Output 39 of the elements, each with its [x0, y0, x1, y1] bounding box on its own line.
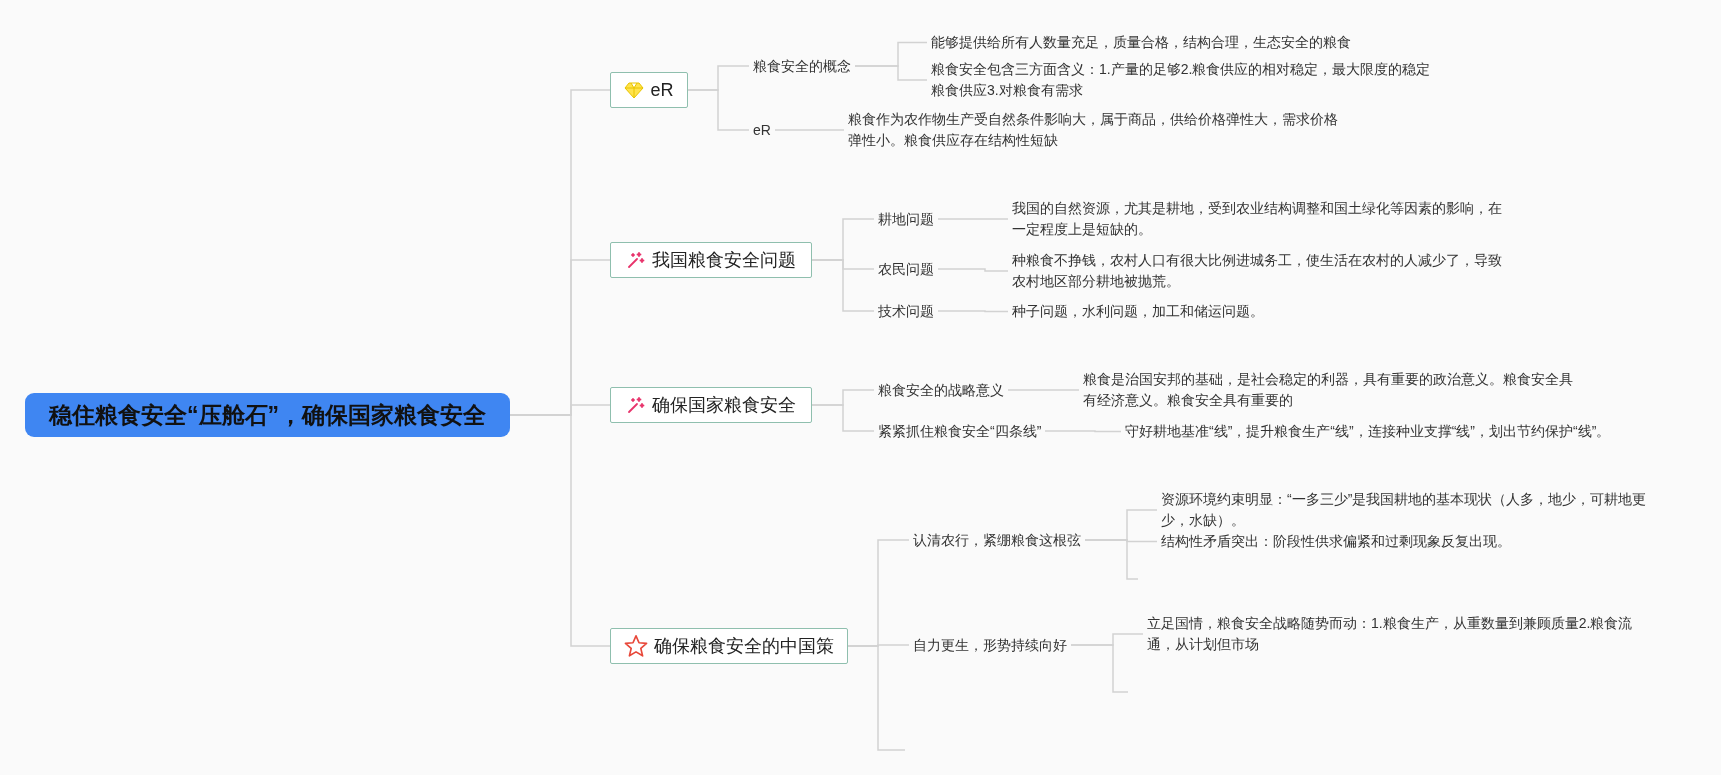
branch-label: 技术问题	[874, 301, 938, 321]
topic-label: 确保国家粮食安全	[652, 394, 796, 417]
note-text: 种粮食不挣钱，农村人口有很大比例进城务工，使生活在农村的人减少了，导致农村地区部分耕地被抛荒。	[1008, 250, 1508, 292]
note-text: 守好耕地基准“线”，提升粮食生产“线”，连接种业支撑“线”，划出节约保护“线”。	[1121, 420, 1641, 442]
branch-label: 耕地问题	[874, 209, 938, 229]
note-text: 种子问题，水利问题，加工和储运问题。	[1008, 300, 1508, 322]
branch-label: 农民问题	[874, 259, 938, 279]
connector-line	[509, 414, 611, 647]
topic-label: eR	[650, 79, 674, 101]
note-text: 粮食是治国安邦的基础，是社会稳定的利器，具有重要的政治意义。粮食安全具有经济意义。粮食安全具有重要的	[1079, 369, 1589, 411]
note-text: 粮食安全包含三方面含义：1.产量的足够2.粮食供应的相对稳定，最大限度的稳定粮食供应3.对粮食有需求	[927, 59, 1437, 101]
note-text: 我国的自然资源，尤其是耕地，受到农业结构调整和国土绿化等因素的影响，在一定程度上是短缺的。	[1008, 198, 1508, 240]
note-text: 资源环境约束明显：“一多三少”是我国耕地的基本现状（人多，地少，可耕地更少，水缺）。	[1157, 489, 1677, 531]
note-text: 结构性矛盾突出：阶段性供求偏紧和过剩现象反复出现。	[1157, 530, 1677, 552]
branch-label: 紧紧抓住粮食安全“四条线”	[874, 421, 1046, 441]
topic-label: 确保粮食安全的中国策	[654, 635, 834, 658]
topic-box	[610, 628, 848, 664]
connector-line	[847, 645, 906, 751]
central-topic: 稳住粮食安全“压舱石”，确保国家粮食安全	[25, 393, 510, 437]
topic-box	[610, 242, 812, 278]
branch-label: 认清农行，紧绷粮食这根弦	[909, 530, 1085, 550]
connector-line	[854, 65, 928, 81]
branch-label: 粮食安全的概念	[749, 56, 855, 76]
note-text: 粮食作为农作物生产受自然条件影响大，属于商品，供给价格弹性大，需求价格弹性小。粮食供应存在结构性短缺	[844, 109, 1344, 151]
connector-line	[1084, 539, 1139, 580]
connector-line	[811, 259, 875, 312]
note-text: 能够提供给所有人数量充足，质量合格，结构合理，生态安全的粮食	[927, 31, 1447, 53]
topic-label: 我国粮食安全问题	[652, 249, 796, 272]
branch-label: eR	[749, 120, 775, 140]
connector-line	[687, 89, 750, 131]
note-text: 立足国情，粮食安全战略随势而动：1.粮食生产，从重数量到兼顾质量2.粮食流通，从计划但市场	[1143, 613, 1653, 655]
connector-line	[1044, 430, 1122, 433]
branch-label: 粮食安全的战略意义	[874, 380, 1008, 400]
branch-label: 自力更生，形势持续向好	[909, 635, 1071, 655]
connector-line	[937, 310, 1009, 313]
connector-line	[811, 404, 875, 432]
topic-box	[610, 387, 812, 423]
topic-box	[610, 72, 688, 108]
connector-line	[1070, 644, 1129, 693]
